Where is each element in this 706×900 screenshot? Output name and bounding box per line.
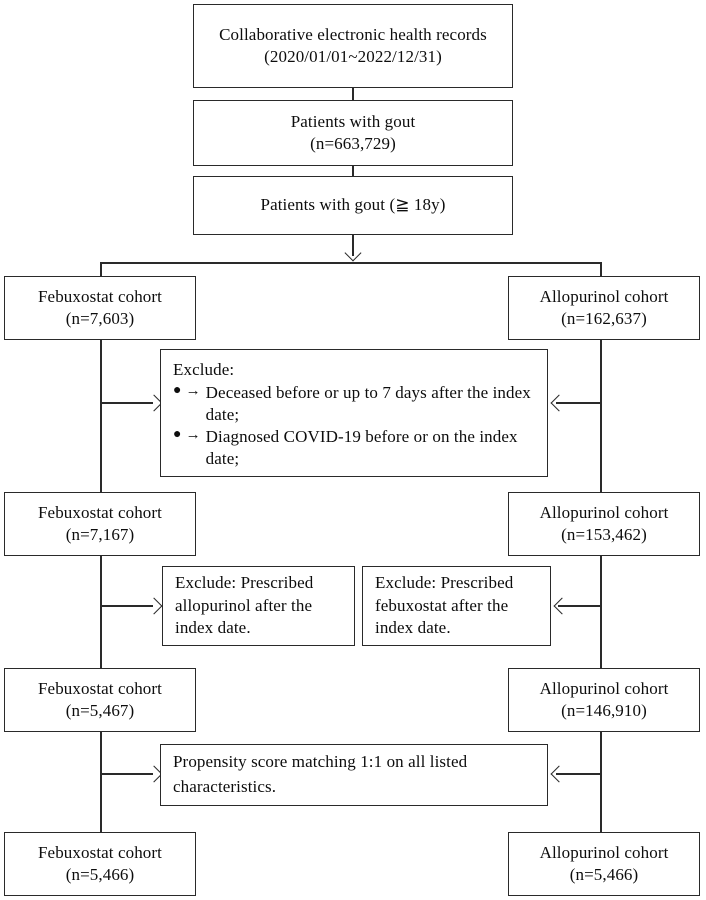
exclude-left-line1: Exclude: Prescribed	[175, 573, 314, 593]
node-source-line2: (2020/01/01~2022/12/31)	[264, 47, 442, 66]
node-allopurinol-2-line1: Allopurinol cohort	[539, 502, 669, 522]
bullet-dot-icon: ●	[173, 383, 182, 399]
matching-arrow-left-shaft	[101, 773, 153, 775]
node-allopurinol-4-line2: (n=5,466)	[569, 865, 639, 884]
node-source-line1: Collaborative electronic health records	[219, 24, 487, 44]
node-febuxostat-1: Febuxostat cohort (n=7,603)	[4, 276, 196, 340]
node-allopurinol-3-line1: Allopurinol cohort	[539, 678, 669, 698]
node-febuxostat-3-line2: (n=5,467)	[65, 701, 135, 720]
node-gout-all: Patients with gout (n=663,729)	[193, 100, 513, 166]
bullet-arrow-icon: →	[185, 383, 201, 400]
connector-allopurinol-2-to-3	[600, 556, 602, 668]
node-allopurinol-3-line2: (n=146,910)	[561, 701, 647, 720]
exclude-right-line3: index date.	[375, 618, 451, 638]
exclude-left-line2: allopurinol after the	[175, 595, 313, 615]
exclude-right-line1: Exclude: Prescribed	[375, 573, 514, 593]
node-febuxostat-3-line1: Febuxostat cohort	[38, 678, 162, 698]
exclude-1-arrow-left-shaft	[101, 402, 153, 404]
connector-allopurinol-3-to-4	[600, 732, 602, 832]
node-febuxostat-4: Febuxostat cohort (n=5,466)	[4, 832, 196, 896]
matching-line1: Propensity score matching 1:1 on all lis…	[173, 752, 468, 772]
node-exclude-febuxostat-rx: Exclude: Prescribed febuxostat after the…	[362, 566, 551, 646]
split-drop-left	[100, 262, 102, 276]
node-source-records: Collaborative electronic health records …	[193, 4, 513, 88]
matching-arrow-right-head-icon	[550, 765, 568, 783]
node-allopurinol-2-line2: (n=153,462)	[561, 525, 647, 544]
exclude-left-line3: index date.	[175, 618, 251, 638]
node-febuxostat-3: Febuxostat cohort (n=5,467)	[4, 668, 196, 732]
node-febuxostat-2-line2: (n=7,167)	[65, 525, 135, 544]
connector-febuxostat-1-to-2	[100, 340, 102, 492]
node-allopurinol-4-line1: Allopurinol cohort	[539, 842, 669, 862]
exclude-2-arrow-right-head-icon	[553, 597, 571, 615]
node-febuxostat-1-line2: (n=7,603)	[65, 309, 135, 328]
bullet-arrow-icon: →	[185, 427, 201, 444]
node-allopurinol-3: Allopurinol cohort (n=146,910)	[508, 668, 700, 732]
node-gout-adult-line1: Patients with gout (≧ 18y)	[260, 195, 446, 215]
node-gout-all-line2: (n=663,729)	[310, 134, 396, 153]
connector-gout-to-adult	[352, 166, 354, 176]
node-allopurinol-2: Allopurinol cohort (n=153,462)	[508, 492, 700, 556]
node-febuxostat-4-line2: (n=5,466)	[65, 865, 135, 884]
bullet-dot-icon: ●	[173, 427, 182, 443]
node-allopurinol-1: Allopurinol cohort (n=162,637)	[508, 276, 700, 340]
connector-allopurinol-1-to-2	[600, 340, 602, 492]
connector-febuxostat-2-to-3	[100, 556, 102, 668]
node-allopurinol-1-line1: Allopurinol cohort	[539, 286, 669, 306]
exclude-1-bullet-1-text: Deceased before or up to 7 days after th…	[205, 383, 531, 425]
node-allopurinol-1-line2: (n=162,637)	[561, 309, 647, 328]
exclude-2-arrow-left-head-icon	[145, 597, 163, 615]
matching-arrow-right-shaft	[556, 773, 601, 775]
exclude-1-bullet-2: ● → Diagnosed COVID-19 before or on the …	[173, 426, 537, 470]
node-exclude-allopurinol-rx: Exclude: Prescribed allopurinol after th…	[162, 566, 355, 646]
split-drop-right	[600, 262, 602, 276]
node-febuxostat-2-line1: Febuxostat cohort	[38, 502, 162, 522]
node-febuxostat-1-line1: Febuxostat cohort	[38, 286, 162, 306]
exclude-right-line2: febuxostat after the	[375, 595, 509, 615]
node-febuxostat-4-line1: Febuxostat cohort	[38, 842, 162, 862]
exclude-1-heading: Exclude:	[173, 360, 235, 379]
node-exclude-criteria-1: Exclude: ● → Deceased before or up to 7 …	[160, 349, 548, 477]
split-arrowhead-icon	[344, 244, 362, 262]
node-propensity-matching: Propensity score matching 1:1 on all lis…	[160, 744, 548, 806]
exclude-2-arrow-right-shaft	[558, 605, 601, 607]
node-gout-adult: Patients with gout (≧ 18y)	[193, 176, 513, 235]
node-gout-all-line1: Patients with gout	[290, 111, 416, 131]
connector-adult-split-stem	[352, 235, 354, 256]
split-bar	[100, 262, 602, 264]
exclude-1-bullet-1: ● → Deceased before or up to 7 days afte…	[173, 382, 537, 426]
connector-febuxostat-3-to-4	[100, 732, 102, 832]
node-allopurinol-4: Allopurinol cohort (n=5,466)	[508, 832, 700, 896]
connector-source-to-gout	[352, 88, 354, 100]
exclude-1-bullet-2-text: Diagnosed COVID-19 before or on the inde…	[205, 427, 518, 469]
exclude-2-arrow-left-shaft	[101, 605, 153, 607]
exclude-1-arrow-right-shaft	[556, 402, 601, 404]
exclude-1-arrow-right-head-icon	[550, 394, 568, 412]
node-febuxostat-2: Febuxostat cohort (n=7,167)	[4, 492, 196, 556]
matching-line2: characteristics.	[173, 777, 277, 796]
